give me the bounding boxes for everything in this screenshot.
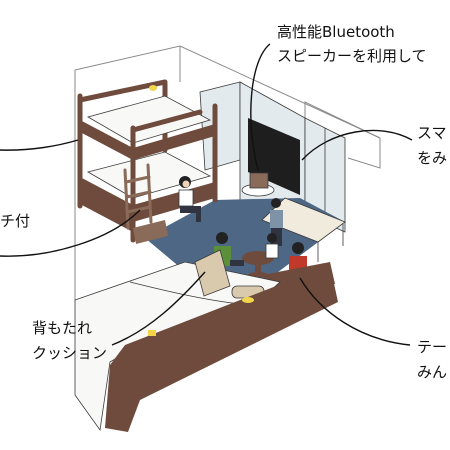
callout-speaker-line1: 高性能Bluetooth: [277, 23, 395, 41]
callout-line-tv: [301, 129, 413, 161]
lower-bunk-side-rail: [133, 182, 215, 222]
bunk-ladder: [123, 163, 153, 230]
callout-line-table: [299, 277, 411, 346]
bunk-step-box: [133, 220, 168, 244]
callout-cushion-line1: 背もたれ: [32, 319, 92, 337]
upper-bunk-guard-rail: [130, 109, 203, 133]
bed-reading-lamp: [242, 297, 254, 303]
callout-tv-line1: スマ: [417, 124, 447, 142]
callout-cushion-line2: クッション: [32, 344, 107, 362]
callout-table-line1: テー: [417, 338, 447, 356]
bed-reading-lamp: [148, 330, 156, 336]
callout-speaker-line2: スピーカーを利用して: [277, 47, 427, 65]
back-window: [199, 81, 241, 171]
callout-line-speaker: [250, 43, 271, 171]
callout-line-cushion: [111, 271, 206, 346]
lower-bunk-end-panel: [80, 177, 133, 232]
upper-bunk-side-rail: [133, 124, 215, 160]
callout-tv-line2: をみ: [417, 149, 447, 167]
callout-line-bunk: [0, 209, 141, 257]
mattress-seam: [129, 281, 241, 305]
callout-bunk-line1: チ付: [0, 212, 30, 230]
bed-frame: [105, 265, 338, 432]
person-at-table: [265, 233, 279, 259]
callout-table-line2: みん: [417, 363, 447, 381]
room-outline: [74, 45, 381, 300]
upper-bunk-mattress: [86, 95, 212, 144]
upper-bunk-end-panel: [80, 120, 133, 160]
speaker: [249, 172, 269, 189]
bunk-bed: [77, 79, 218, 244]
bunk-lamp: [149, 85, 157, 91]
upper-bunk-headrail: [77, 79, 168, 103]
foreground-bed: [74, 249, 338, 432]
callout-line-top-left: [0, 139, 79, 151]
backrest-cushion: [194, 249, 231, 297]
person-on-bunk: [178, 176, 201, 222]
